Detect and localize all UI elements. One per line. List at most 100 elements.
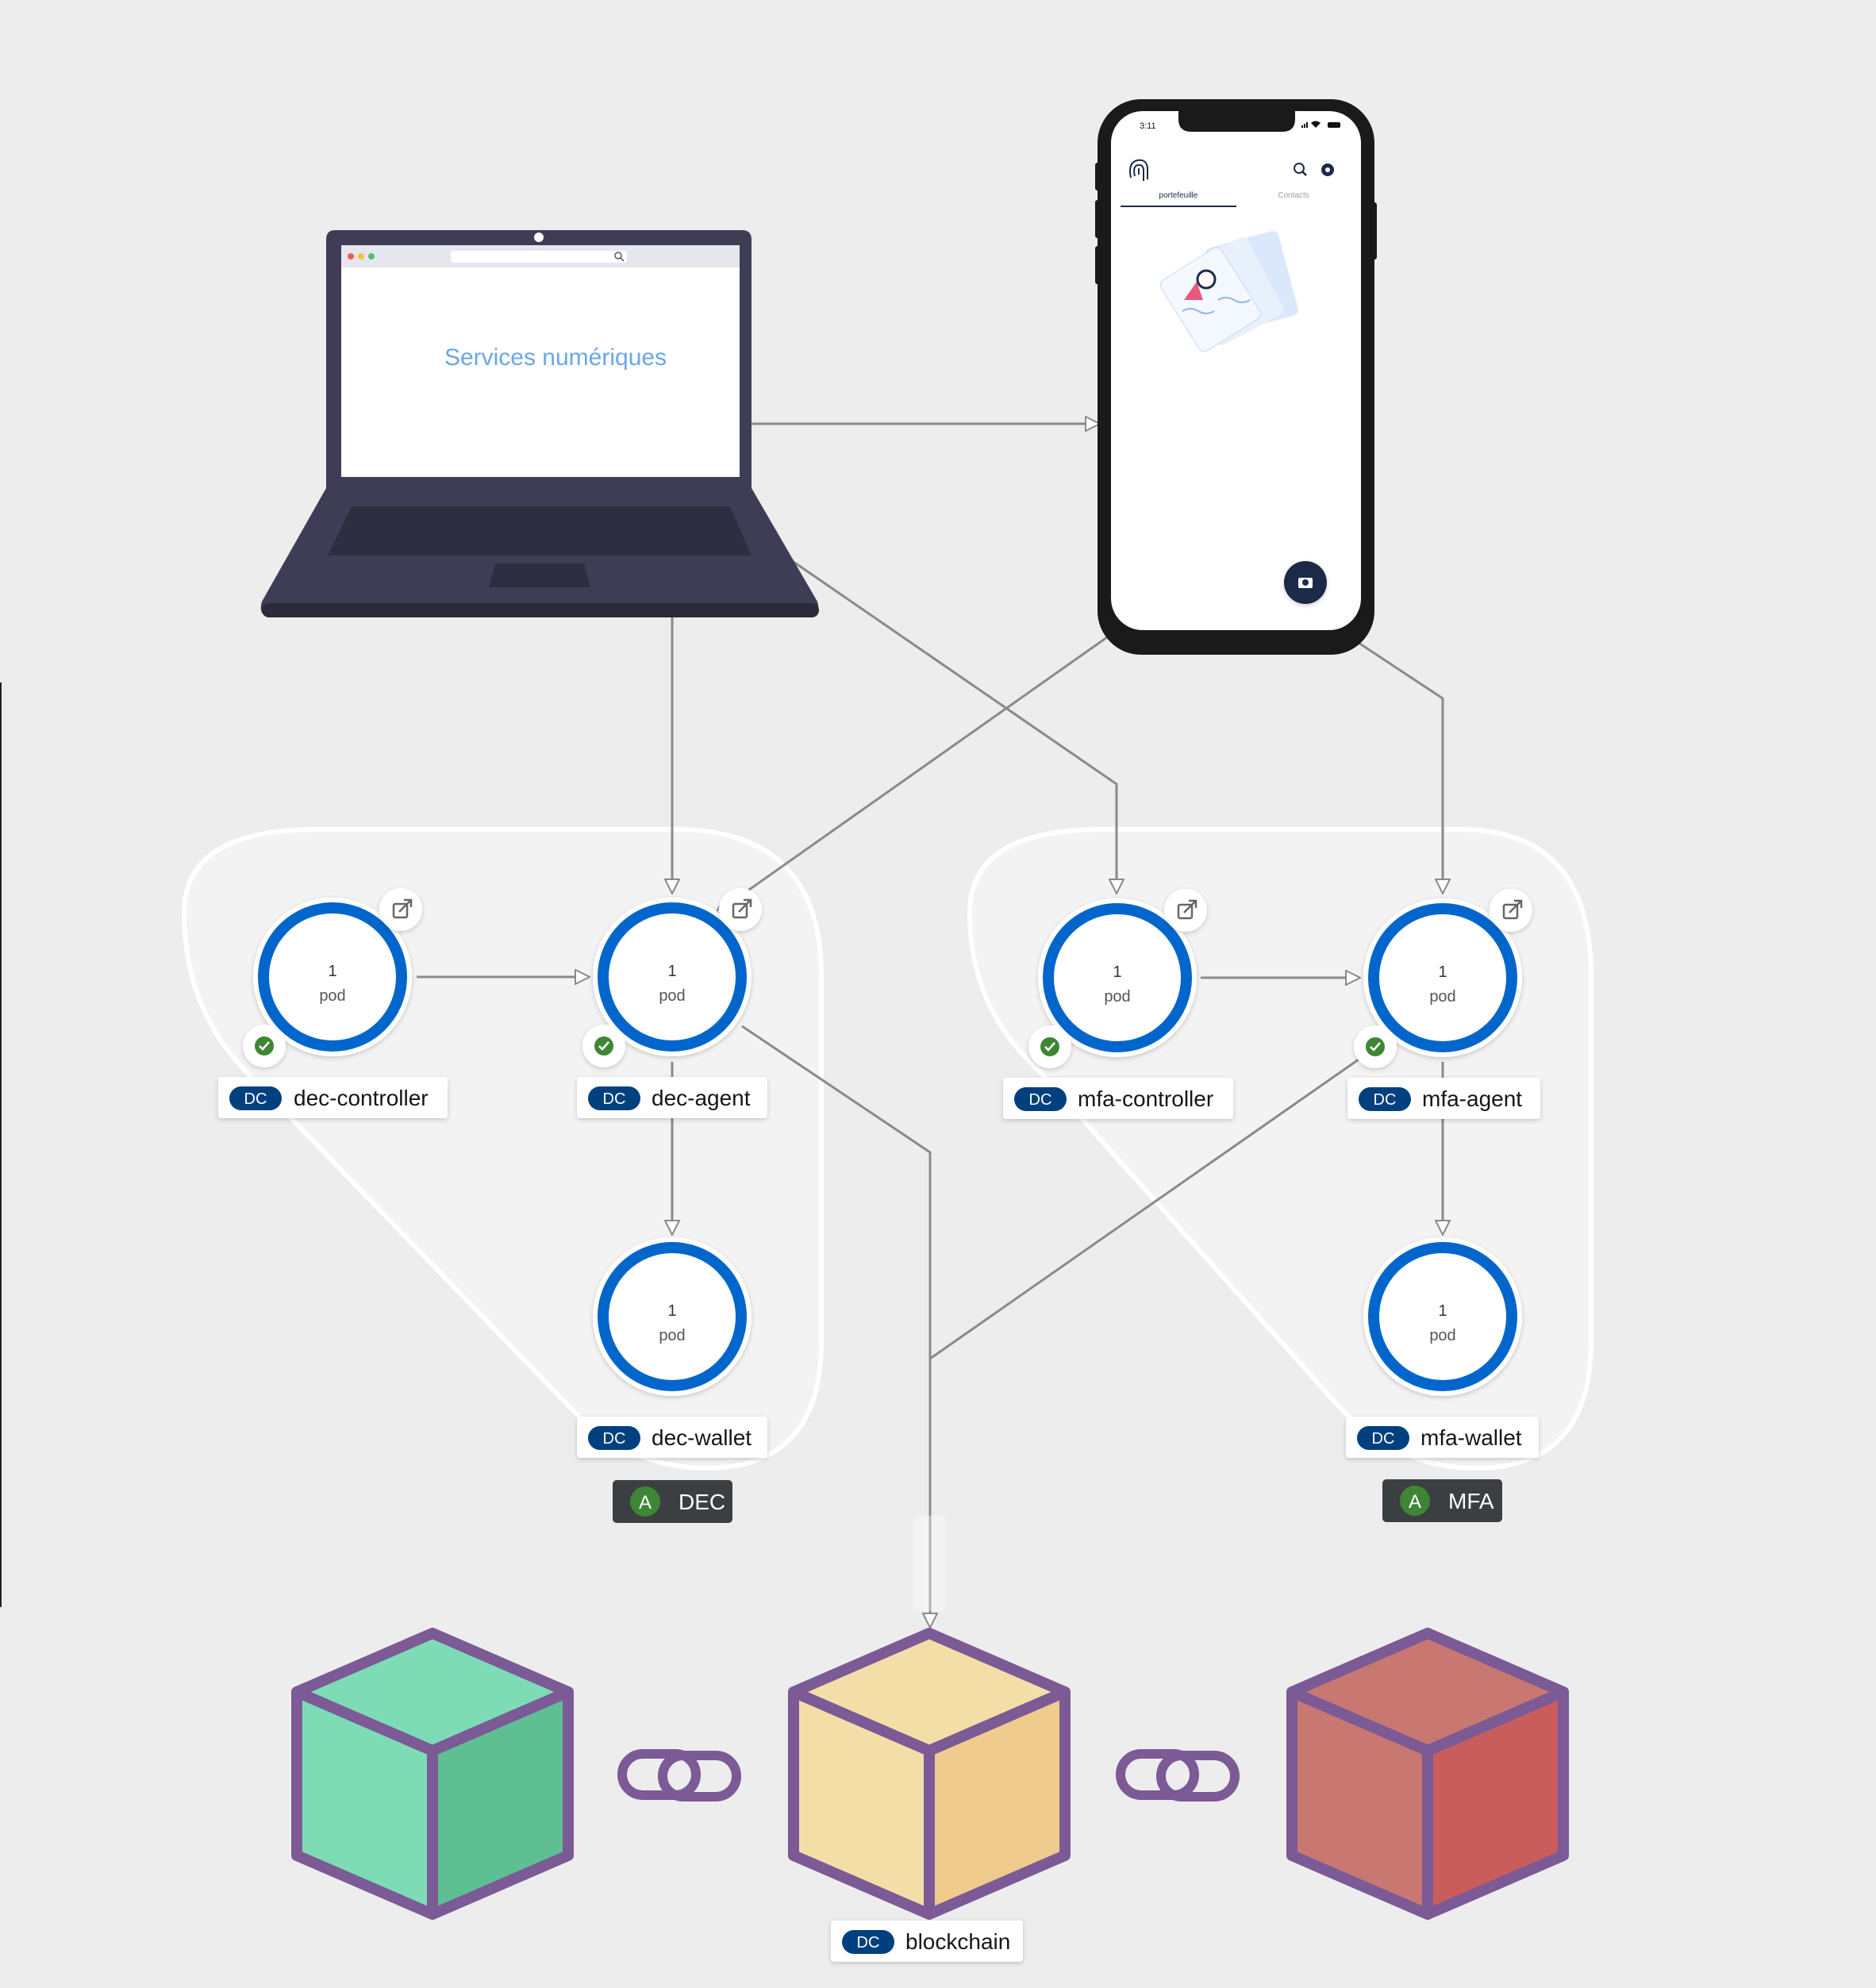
- pod-ring: [1368, 903, 1517, 1052]
- battery-icon: [1328, 122, 1340, 128]
- status-check-icon: [1354, 1025, 1397, 1068]
- external-link-icon[interactable]: [379, 888, 422, 931]
- status-check-icon: [243, 1025, 286, 1067]
- pod-count: 1: [1438, 1302, 1447, 1320]
- edge-dec-agent-blockchain: [741, 1025, 930, 1627]
- pod-ring: [598, 902, 747, 1052]
- status-check-icon: [582, 1025, 625, 1067]
- dc-badge: [842, 1930, 894, 1954]
- browser-address-bar: [451, 251, 627, 263]
- dc-badge: [1014, 1087, 1067, 1111]
- tab-contacts[interactable]: Contacts: [1278, 191, 1309, 200]
- node-name: dec-controller: [294, 1086, 429, 1110]
- laptop-illustration: Services numériques: [260, 230, 819, 617]
- dc-badge: [1357, 1426, 1409, 1450]
- block-cube-yellow[interactable]: [788, 1628, 1071, 1920]
- svg-text:A: A: [639, 1492, 652, 1513]
- chain-link-icon: [1116, 1749, 1240, 1802]
- external-link-icon[interactable]: [1164, 889, 1207, 932]
- camera-scan-button[interactable]: [1284, 561, 1327, 604]
- node-name: dec-agent: [652, 1086, 751, 1110]
- tab-portefeuille[interactable]: portefeuille: [1159, 191, 1198, 200]
- block-cube-red: [1286, 1628, 1569, 1920]
- edge-label-gap: [914, 1516, 946, 1611]
- wifi-icon: [1311, 121, 1321, 128]
- pod-ring: [258, 902, 407, 1052]
- node-dec-wallet[interactable]: 1 pod DC dec-wallet: [577, 1237, 767, 1458]
- webcam-icon: [534, 233, 544, 242]
- edge-laptop-mfa-controller: [793, 560, 1117, 893]
- laptop-screen: [341, 245, 740, 477]
- pod-ring: [1043, 903, 1192, 1052]
- pod-unit: pod: [659, 1327, 685, 1344]
- external-link-icon[interactable]: [719, 888, 762, 931]
- svg-text:DC: DC: [1029, 1091, 1052, 1109]
- pod-unit: pod: [1429, 1327, 1455, 1344]
- svg-text:DC: DC: [857, 1934, 880, 1951]
- node-label: DC mfa-controller: [1003, 1078, 1233, 1119]
- wallet-cards-illustration: [1159, 231, 1298, 352]
- svg-text:DC: DC: [603, 1090, 626, 1108]
- node-mfa-agent[interactable]: 1 pod DC mfa-agent: [1347, 889, 1540, 1119]
- phone-screen: [1111, 111, 1361, 630]
- dc-badge: [588, 1086, 640, 1110]
- pod-unit: pod: [1104, 988, 1130, 1006]
- edge-mfa-agent-blockchain: [929, 1058, 1359, 1360]
- block-cube-green: [291, 1628, 574, 1920]
- pod-count: 1: [667, 1302, 676, 1320]
- pod-count: 1: [1438, 963, 1447, 981]
- pod-count: 1: [1113, 963, 1121, 981]
- svg-text:DC: DC: [603, 1430, 626, 1448]
- node-dec-controller[interactable]: 1 pod DC dec-controller: [218, 888, 448, 1118]
- phone-search-icon[interactable]: [1294, 163, 1307, 176]
- node-mfa-controller[interactable]: 1 pod DC mfa-controller: [1003, 889, 1233, 1119]
- signal-icon: [1301, 122, 1308, 128]
- edge-phone-mfa-agent: [1358, 641, 1443, 893]
- node-name: mfa-controller: [1078, 1086, 1213, 1111]
- node-label: DC dec-wallet: [577, 1417, 767, 1458]
- home-indicator: [1192, 636, 1279, 640]
- node-name: dec-wallet: [652, 1425, 752, 1450]
- svg-text:DC: DC: [1374, 1091, 1397, 1109]
- pod-count: 1: [667, 963, 676, 980]
- laptop-touchpad: [489, 563, 590, 587]
- chain-link-icon: [617, 1749, 741, 1802]
- pod-ring: [598, 1242, 747, 1391]
- dc-badge: [229, 1086, 282, 1110]
- node-mfa-wallet[interactable]: 1 pod DC mfa-wallet: [1346, 1237, 1539, 1458]
- search-icon: [614, 252, 625, 262]
- node-label: DC dec-agent: [577, 1077, 767, 1118]
- phone-illustration: 3:11 portefeuille Contacts: [1095, 99, 1377, 655]
- status-check-icon: [1028, 1025, 1071, 1068]
- node-label: DC mfa-agent: [1347, 1078, 1540, 1119]
- svg-text:A: A: [1409, 1491, 1421, 1513]
- laptop-keyboard: [328, 506, 752, 556]
- app-group-label-mfa[interactable]: A MFA: [1382, 1479, 1502, 1522]
- node-dec-agent[interactable]: 1 pod DC dec-agent: [577, 888, 767, 1118]
- svg-text:DC: DC: [244, 1090, 267, 1108]
- phone-status-time: 3:11: [1140, 121, 1156, 131]
- settings-gear-icon[interactable]: [1321, 163, 1334, 176]
- app-group-label-dec[interactable]: A DEC: [613, 1480, 732, 1523]
- app-group-name: MFA: [1448, 1489, 1494, 1513]
- node-label-blockchain[interactable]: DC blockchain: [831, 1921, 1023, 1962]
- laptop-screen-title: Services numériques: [444, 344, 667, 371]
- pod-unit: pod: [659, 987, 685, 1005]
- node-name: mfa-agent: [1422, 1086, 1522, 1111]
- node-label: DC dec-controller: [218, 1077, 448, 1118]
- dc-badge: [1359, 1087, 1411, 1111]
- svg-text:DC: DC: [1372, 1430, 1395, 1448]
- dc-badge: [588, 1426, 640, 1450]
- phone-notch: [1178, 110, 1295, 132]
- node-name: blockchain: [905, 1929, 1010, 1954]
- fingerprint-logo-icon: [1129, 159, 1148, 181]
- app-group-name: DEC: [679, 1490, 725, 1514]
- pod-ring: [1368, 1242, 1517, 1391]
- app-badge: [1400, 1486, 1430, 1516]
- node-label: DC mfa-wallet: [1346, 1417, 1539, 1458]
- pod-unit: pod: [1429, 988, 1455, 1006]
- edge-phone-dec-agent: [717, 636, 1108, 913]
- external-link-icon[interactable]: [1490, 889, 1532, 932]
- pod-unit: pod: [319, 987, 345, 1005]
